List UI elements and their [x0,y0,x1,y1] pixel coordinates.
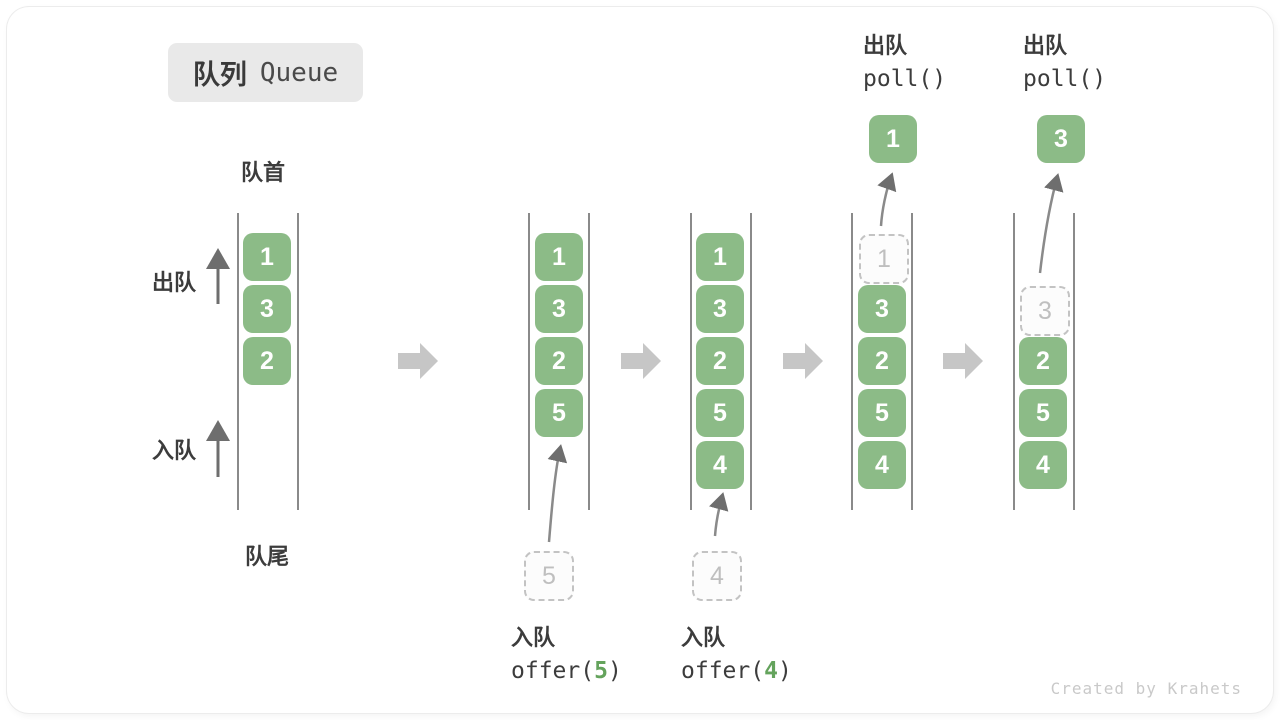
queue-element: 2 [243,337,291,385]
title-en: Queue [259,57,339,88]
op-code: offer(4) [681,658,792,684]
queue-element: 3 [535,285,583,333]
operation-label: 入队 offer(5) [511,620,622,684]
op-fn: offer( [681,658,765,684]
queue-wall-left [851,213,853,510]
queue-element: 3 [696,285,744,333]
queue-wall-left [237,213,239,510]
removed-element-slot: 1 [859,234,909,284]
op-code: poll() [1023,66,1107,92]
queue-wall-left [1013,213,1015,510]
op-fn-close: ) [607,658,622,684]
op-arg: 5 [594,658,608,684]
queue-element: 2 [696,337,744,385]
op-code: poll() [863,66,947,92]
watermark: Created by Krahets [1050,679,1242,698]
diagram-card [7,7,1273,713]
queue-element: 2 [858,337,906,385]
op-fn-close: ) [777,658,792,684]
operation-label: 出队 poll() [863,28,946,92]
op-code: offer(5) [511,658,622,684]
queue-element: 1 [535,233,583,281]
dequeue-side-label: 出队 [152,270,197,295]
queue-element: 5 [535,389,583,437]
op-action: 入队 [511,625,556,650]
queue-rear-label: 队尾 [245,544,290,569]
queue-wall-right [750,213,752,510]
operation-label: 出队 poll() [1023,28,1106,92]
queue-wall-right [911,213,913,510]
queue-element: 1 [696,233,744,281]
op-action: 入队 [681,625,726,650]
incoming-element: 4 [692,551,742,601]
title-badge: 队列 Queue [168,43,363,102]
queue-element: 5 [1019,389,1067,437]
queue-element: 4 [1019,441,1067,489]
incoming-element: 5 [524,551,574,601]
operation-label: 入队 offer(4) [681,620,792,684]
queue-element: 1 [243,233,291,281]
queue-element: 4 [858,441,906,489]
queue-wall-right [588,213,590,510]
enqueue-side-label: 入队 [152,438,197,463]
queue-element: 4 [696,441,744,489]
queue-wall-right [297,213,299,510]
popped-element: 1 [869,115,917,163]
queue-element: 3 [243,285,291,333]
queue-front-label: 队首 [241,160,286,185]
queue-wall-left [528,213,530,510]
op-arg: 4 [764,658,778,684]
queue-wall-right [1073,213,1075,510]
queue-element: 2 [1019,337,1067,385]
op-action: 出队 [1023,33,1068,58]
queue-wall-left [690,213,692,510]
queue-element: 2 [535,337,583,385]
op-fn: offer( [511,658,595,684]
removed-element-slot: 3 [1020,286,1070,336]
title-zh: 队列 [192,60,247,90]
op-action: 出队 [863,33,908,58]
queue-element: 5 [858,389,906,437]
queue-element: 5 [696,389,744,437]
popped-element: 3 [1037,115,1085,163]
queue-element: 3 [858,285,906,333]
